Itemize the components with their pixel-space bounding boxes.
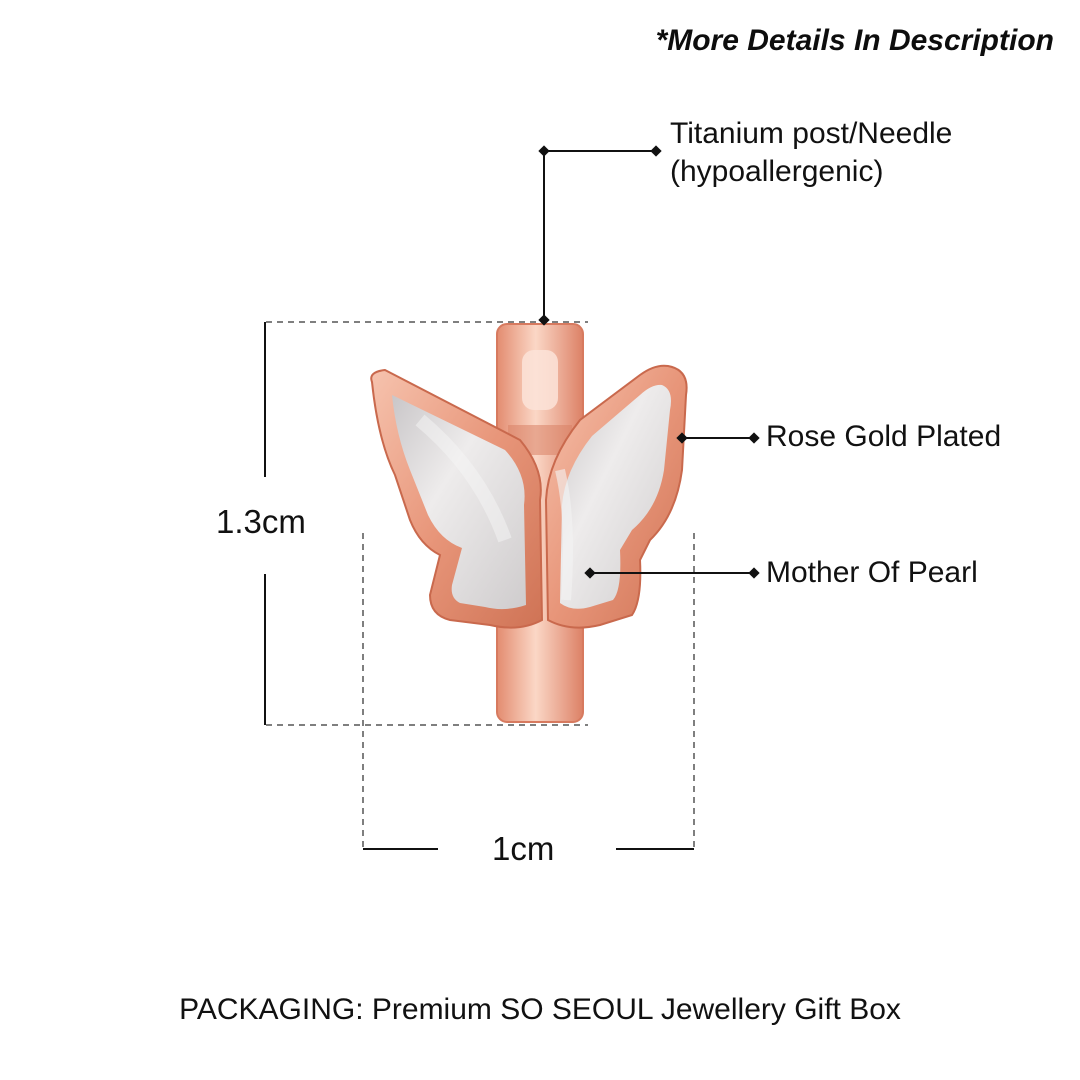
earring-image <box>370 323 688 723</box>
dimension-guides <box>266 321 695 848</box>
butterfly-left-wing-pearl <box>392 395 526 610</box>
callout-pearl-label: Mother Of Pearl <box>766 556 978 589</box>
callout-rose-gold-leader <box>676 432 760 444</box>
callout-pearl-leader <box>584 567 760 579</box>
height-dimension-label: 1.3cm <box>216 503 306 540</box>
callout-post-label: Titanium post/Needle (hypoallergenic) <box>670 117 953 188</box>
callout-post-markers <box>538 145 662 326</box>
callout-post-leader <box>543 150 656 320</box>
width-dimension-label: 1cm <box>492 830 555 867</box>
details-note: *More Details In Description <box>655 24 1054 57</box>
packaging-note: PACKAGING: Premium SO SEOUL Jewellery Gi… <box>179 993 901 1026</box>
callout-rose-gold-label: Rose Gold Plated <box>766 420 1002 453</box>
butterfly-right-wing-pearl <box>560 384 671 609</box>
